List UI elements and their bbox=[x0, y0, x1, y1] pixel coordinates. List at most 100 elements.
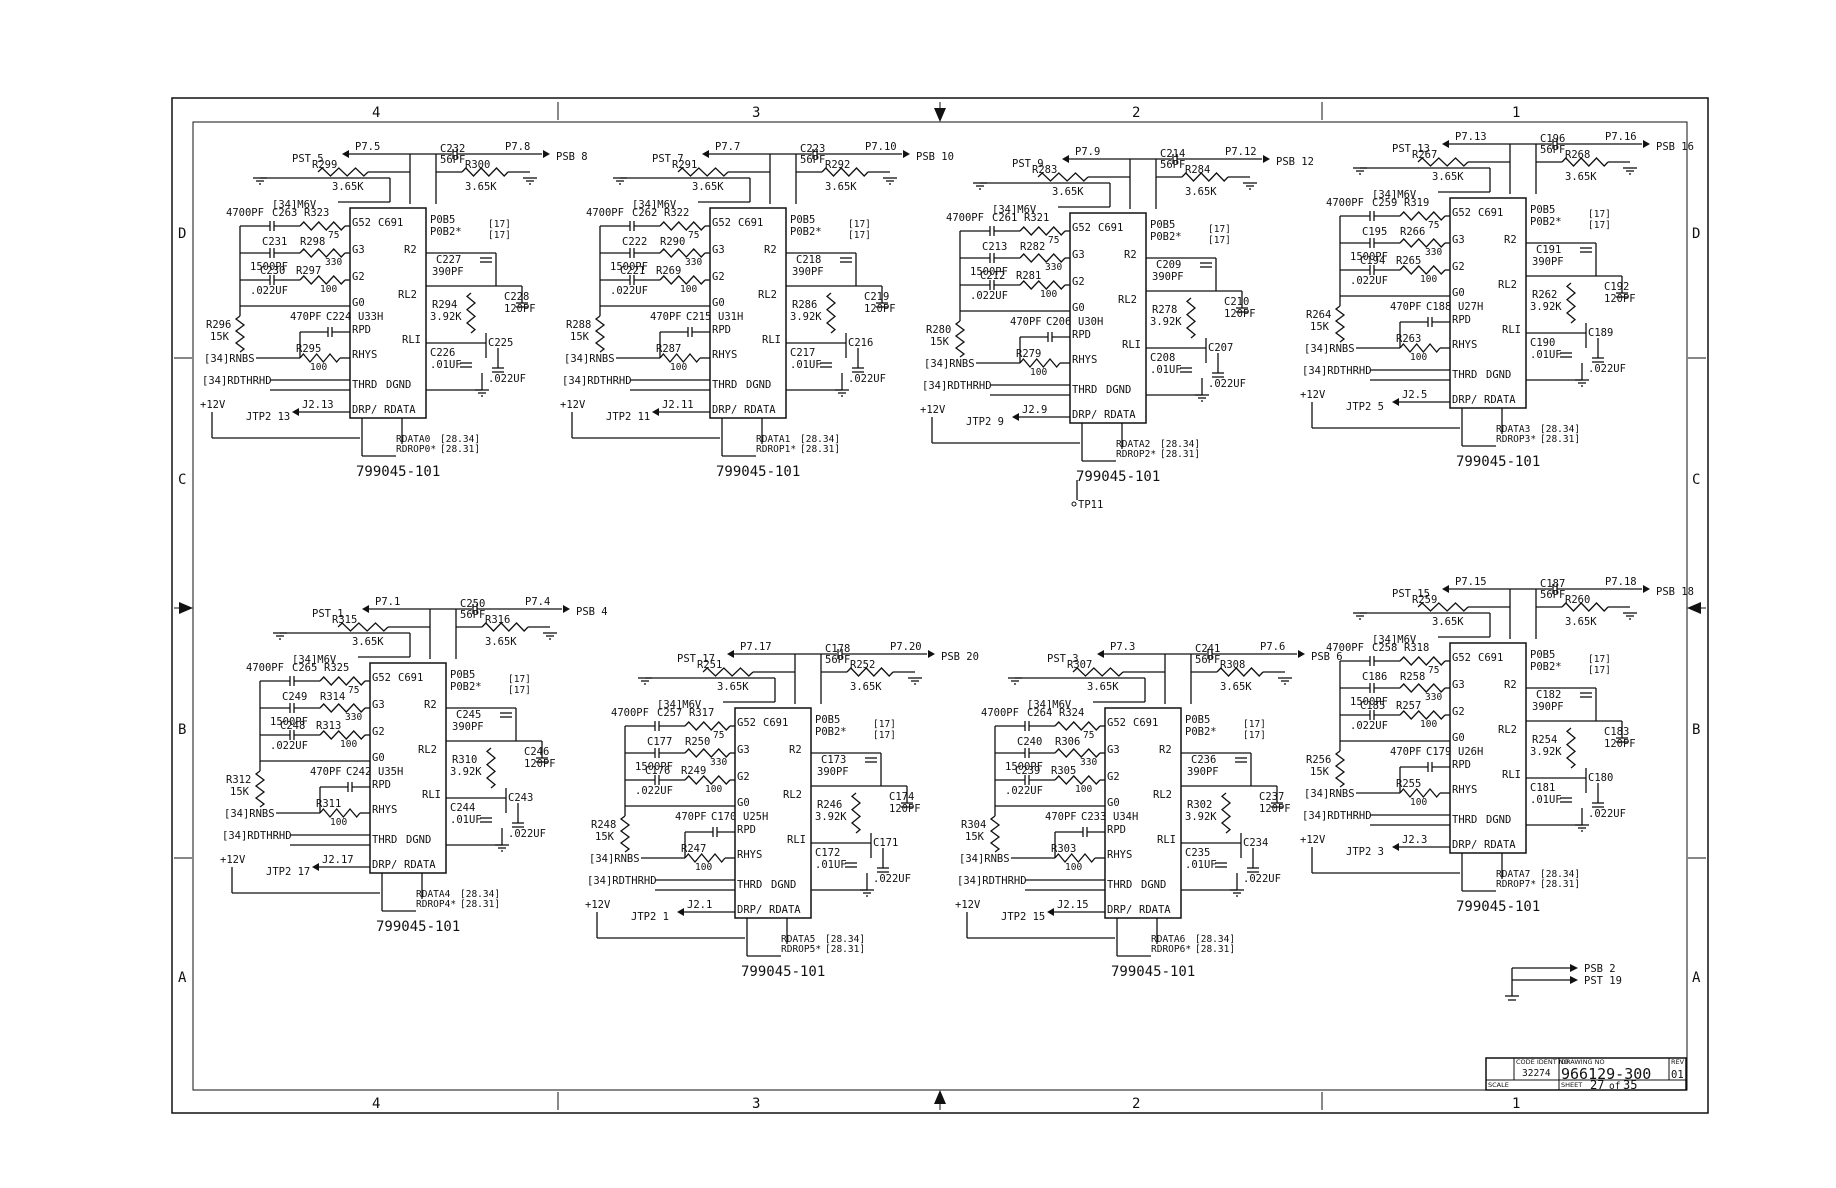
capacitor bbox=[1592, 357, 1604, 363]
resistor-ref: R278 bbox=[1152, 304, 1177, 316]
resistor-value: 3.65K bbox=[332, 181, 364, 193]
resistor bbox=[702, 667, 754, 677]
capacitor bbox=[1180, 367, 1192, 373]
resistor-ref: R306 bbox=[1055, 736, 1080, 748]
capacitor-ref: C170 bbox=[711, 811, 736, 823]
ic-type: C691 bbox=[1133, 717, 1158, 729]
pin-label: DGND bbox=[1141, 879, 1166, 891]
arrow-head bbox=[342, 150, 349, 158]
capacitor-value: .01UF bbox=[815, 859, 847, 871]
psb2-label: PSB 2 bbox=[1584, 963, 1616, 975]
ref-label: [28.31] bbox=[1540, 879, 1580, 890]
resistor-ref: R290 bbox=[660, 236, 685, 248]
capacitor-ref: C209 bbox=[1156, 259, 1181, 271]
capacitor bbox=[877, 867, 889, 873]
ground-symbol bbox=[973, 182, 987, 190]
rdrop-label: RDROP5* bbox=[781, 944, 821, 955]
rdrop-label: RDROP7* bbox=[1496, 879, 1536, 890]
capacitor-value: 470PF bbox=[1010, 316, 1042, 328]
arrow-head bbox=[903, 150, 910, 158]
capacitor-value: .022UF bbox=[873, 873, 911, 885]
capacitor-value: 470PF bbox=[1045, 811, 1077, 823]
pin-label: G52 bbox=[737, 717, 756, 729]
pst-label: PST 7 bbox=[652, 153, 684, 165]
pin-label: DRP/ bbox=[737, 904, 762, 916]
row-label-right: B bbox=[1692, 722, 1700, 738]
resistor bbox=[659, 248, 706, 258]
capacitor-ref: C261 bbox=[992, 212, 1017, 224]
pin-label: G0 bbox=[737, 797, 750, 809]
resistor bbox=[1185, 297, 1197, 339]
pin-label: RHYS bbox=[1452, 784, 1477, 796]
resistor bbox=[1054, 721, 1101, 731]
capacitor bbox=[1024, 748, 1030, 758]
capacitor-ref: C265 bbox=[292, 662, 317, 674]
row-labels-right: D C B A bbox=[1692, 226, 1701, 986]
resistor bbox=[319, 807, 361, 819]
capacitor-ref: C171 bbox=[873, 837, 898, 849]
capacitor-value: 470PF bbox=[290, 311, 322, 323]
pin-label: RL2 bbox=[783, 789, 802, 801]
arrow-head bbox=[1643, 140, 1650, 148]
resistor-value: 3.65K bbox=[1432, 171, 1464, 183]
resistor bbox=[677, 167, 729, 177]
resistor bbox=[825, 292, 837, 334]
capacitor-value: 470PF bbox=[1390, 746, 1422, 758]
m6v-label: [34]M6V bbox=[1372, 634, 1417, 646]
ref-label: [28.34] bbox=[1195, 934, 1235, 945]
capacitor-ref: C218 bbox=[796, 254, 821, 266]
drawing-no-value: 966129-300 bbox=[1561, 1065, 1651, 1083]
ref-label: [28.31] bbox=[1195, 944, 1235, 955]
resistor-value: 3.65K bbox=[692, 181, 724, 193]
pin-label: DGND bbox=[1486, 369, 1511, 381]
resistor bbox=[319, 703, 366, 713]
capacitor-value: 390PF bbox=[452, 721, 484, 733]
ref-label: [28.34] bbox=[440, 434, 480, 445]
capacitor-value: 390PF bbox=[817, 766, 849, 778]
resistor bbox=[1399, 265, 1446, 275]
rdrop-label: RDROP3* bbox=[1496, 434, 1536, 445]
resistor-value: 3.65K bbox=[1087, 681, 1119, 693]
ic-type: C691 bbox=[763, 717, 788, 729]
ic-type: C691 bbox=[378, 217, 403, 229]
capacitor-ref: C213 bbox=[982, 241, 1007, 253]
supply-label: +12V bbox=[1300, 389, 1326, 401]
resistor-value: 100 bbox=[1410, 352, 1427, 363]
resistor-value: 75 bbox=[1083, 730, 1094, 741]
resistor-value: 100 bbox=[330, 817, 347, 828]
resistor-value: 3.65K bbox=[352, 636, 384, 648]
supply-label: +12V bbox=[955, 899, 981, 911]
m6v-label: [34]M6V bbox=[292, 654, 337, 666]
resistor-value: 3.92K bbox=[815, 811, 847, 823]
pst-label: PST 9 bbox=[1012, 158, 1044, 170]
pin-label: RHYS bbox=[1072, 354, 1097, 366]
pin-label: RLI bbox=[402, 334, 421, 346]
capacitor-value: 56PF bbox=[825, 654, 850, 666]
output-label: P0B2* bbox=[430, 226, 462, 238]
ref-label: [17] bbox=[1588, 220, 1611, 231]
capacitor-value: 56PF bbox=[440, 154, 465, 166]
capacitor-value: .022UF bbox=[635, 785, 673, 797]
capacitor-ref: C194 bbox=[1360, 255, 1385, 267]
capacitor-ref: C249 bbox=[282, 691, 307, 703]
resistor bbox=[299, 221, 346, 231]
pin-label: DGND bbox=[746, 379, 771, 391]
resistor-value: 330 bbox=[1045, 262, 1062, 273]
pin-label: RL2 bbox=[1153, 789, 1172, 801]
pin-label: RHYS bbox=[352, 349, 377, 361]
resistor-ref: R288 bbox=[566, 319, 591, 331]
sheet-number: 27 bbox=[1590, 1078, 1604, 1092]
ground-symbol bbox=[1195, 394, 1209, 402]
pin-label: RL2 bbox=[1118, 294, 1137, 306]
pin-label: G52 bbox=[1452, 652, 1471, 664]
capacitor-value: .022UF bbox=[1588, 363, 1626, 375]
capacitor-ref: C217 bbox=[790, 347, 815, 359]
ic-ref: U33H bbox=[358, 311, 383, 323]
arrow-head bbox=[677, 908, 684, 916]
rnbs-label: [34]RNBS bbox=[1304, 343, 1355, 355]
ground-symbol bbox=[543, 632, 557, 640]
jtp-label: JTP2 3 bbox=[1346, 846, 1384, 858]
signal-label: P7.18 bbox=[1605, 576, 1637, 588]
ref-label: [28.34] bbox=[825, 934, 865, 945]
